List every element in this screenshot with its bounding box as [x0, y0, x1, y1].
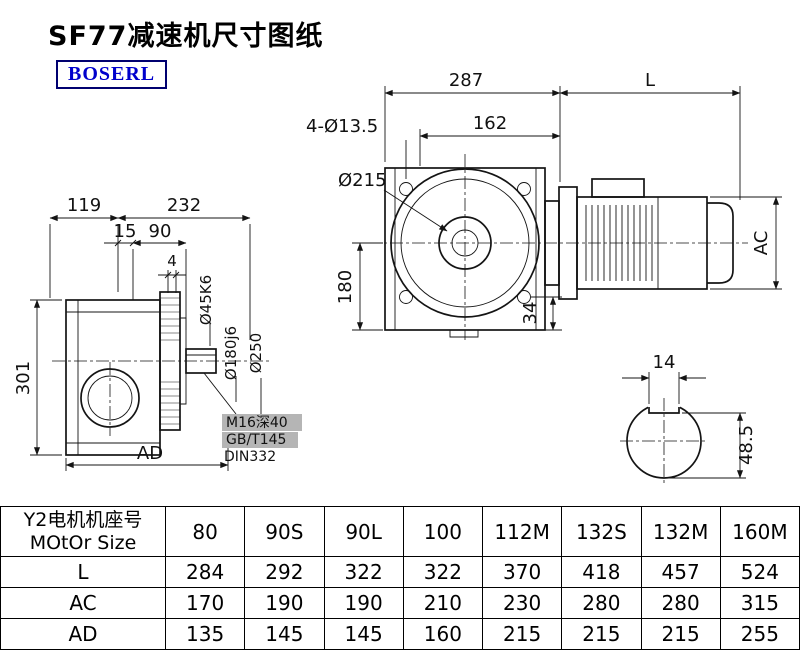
side-view-drawing: 119 232 15 90 4 301 AD — [13, 195, 302, 471]
value-AD-7: 255 — [719, 618, 800, 650]
header-size-160m: 160M — [719, 506, 800, 557]
value-L-4: 370 — [481, 556, 563, 588]
header-size-90l: 90L — [323, 506, 404, 557]
table-row-AC: AC 170 190 190 210 230 280 280 315 — [0, 587, 800, 619]
dim-15: 15 — [114, 221, 137, 242]
value-L-1: 292 — [244, 556, 325, 588]
table-header-row: Y2电机机座号 MOtOr Size 80 90S 90L 100 112M 1… — [0, 506, 800, 557]
value-AD-4: 215 — [481, 618, 563, 650]
motor-fan-cover — [707, 202, 734, 284]
value-L-2: 322 — [323, 556, 404, 588]
header-size-80: 80 — [164, 506, 246, 557]
bolt-holes-label: 4-Ø13.5 — [306, 116, 378, 137]
spigot-dia-label: Ø180j6 — [222, 326, 240, 380]
shaft-section-drawing: 14 48.5 — [620, 352, 757, 486]
output-bore-circle — [80, 368, 140, 428]
bolt-hole — [517, 290, 531, 304]
brand-logo-box: BOSERL — [56, 60, 168, 89]
dim-4: 4 — [167, 252, 177, 270]
table-row-AD: AD 135 145 145 160 215 215 215 255 — [0, 618, 800, 650]
standard-note: GB/T145 — [226, 432, 286, 448]
header-motor-size-cn: Y2电机机座号 — [23, 508, 143, 531]
dim-180: 180 — [335, 270, 356, 304]
value-L-0: 284 — [164, 556, 246, 588]
value-AD-2: 145 — [323, 618, 404, 650]
bolt-hole — [517, 182, 531, 196]
dim-34: 34 — [520, 302, 541, 325]
header-size-90s: 90S — [244, 506, 325, 557]
dim-AD: AD — [137, 443, 163, 464]
dim-301: 301 — [13, 361, 34, 395]
dim-162: 162 — [473, 113, 507, 134]
input-shaft — [185, 348, 217, 374]
value-AC-1: 190 — [244, 587, 325, 619]
flange-od-label: Ø250 — [247, 333, 265, 373]
header-size-112m: 112M — [481, 506, 563, 557]
header-size-100: 100 — [402, 506, 484, 557]
header-size-132m: 132M — [640, 506, 721, 557]
row-label-AD: AD — [0, 618, 166, 650]
front-view-drawing: 287 L 162 4-Ø13.5 Ø215 180 34 — [306, 70, 782, 340]
input-flange — [159, 291, 181, 431]
din-note: DIN332 — [224, 449, 276, 465]
motor-dimension-table: Y2电机机座号 MOtOr Size 80 90S 90L 100 112M 1… — [0, 506, 800, 650]
page-title: SF77减速机尺寸图纸 — [48, 21, 324, 52]
value-AC-6: 280 — [640, 587, 721, 619]
dim-287: 287 — [449, 70, 483, 91]
dim-119: 119 — [67, 195, 101, 216]
header-motor-size: Y2电机机座号 MOtOr Size — [0, 506, 166, 557]
keyway-slot — [648, 407, 680, 414]
flange-dia-label: Ø215 — [338, 170, 387, 191]
value-AD-1: 145 — [244, 618, 325, 650]
value-AC-2: 190 — [323, 587, 404, 619]
value-L-3: 322 — [402, 556, 484, 588]
bolt-hole — [399, 290, 413, 304]
value-AC-5: 280 — [561, 587, 642, 619]
value-AC-3: 210 — [402, 587, 484, 619]
header-motor-size-en: MOtOr Size — [29, 531, 137, 554]
value-AD-0: 135 — [164, 618, 246, 650]
dim-232: 232 — [167, 195, 201, 216]
dim-90: 90 — [149, 221, 172, 242]
value-AD-6: 215 — [640, 618, 721, 650]
motor-cooling-fins — [585, 205, 653, 281]
value-AC-4: 230 — [481, 587, 563, 619]
tap-note: M16深40 — [226, 415, 288, 431]
brand-logo-text: BOSERL — [68, 63, 156, 85]
flange-outer-circle — [390, 168, 540, 318]
header-size-132s: 132S — [561, 506, 642, 557]
gearbox-side-outline — [65, 299, 161, 456]
value-AC-7: 315 — [719, 587, 800, 619]
bolt-hole — [399, 182, 413, 196]
dim-key-height: 48.5 — [736, 425, 757, 465]
value-AD-5: 215 — [561, 618, 642, 650]
shaft-dia-label: Ø45K6 — [197, 275, 215, 325]
dim-key-width: 14 — [653, 352, 676, 373]
value-AC-0: 170 — [164, 587, 246, 619]
dim-L: L — [645, 70, 655, 91]
value-L-6: 457 — [640, 556, 721, 588]
value-L-5: 418 — [561, 556, 642, 588]
table-row-L: L 284 292 322 322 370 418 457 524 — [0, 556, 800, 588]
value-L-7: 524 — [719, 556, 800, 588]
dim-AC: AC — [751, 231, 772, 256]
row-label-L: L — [0, 556, 166, 588]
motor-terminal-box — [591, 178, 645, 198]
row-label-AC: AC — [0, 587, 166, 619]
value-AD-3: 160 — [402, 618, 484, 650]
